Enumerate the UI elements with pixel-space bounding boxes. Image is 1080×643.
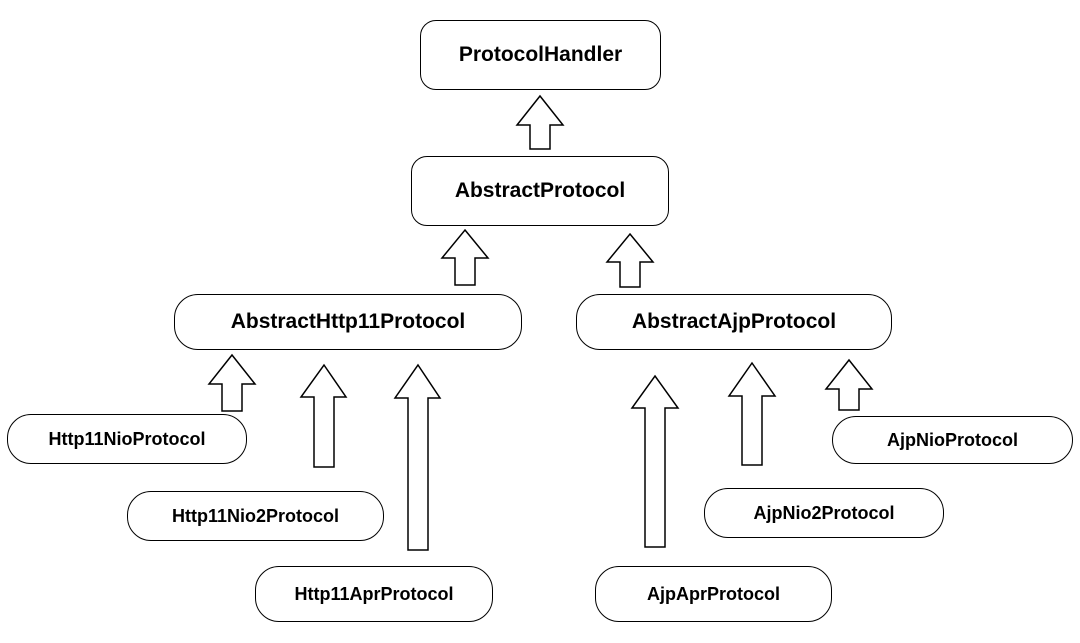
node-abstractprotocol: AbstractProtocol xyxy=(411,156,669,226)
arrow-http11apr-to-abstracthttp11 xyxy=(393,363,442,551)
node-label: AbstractAjpProtocol xyxy=(631,310,837,333)
arrow-http11nio2-to-abstracthttp11 xyxy=(299,363,348,468)
node-label: AbstractProtocol xyxy=(454,179,626,202)
arrow-http11nio-to-abstracthttp11 xyxy=(207,353,257,412)
node-label: AjpNioProtocol xyxy=(887,429,1018,450)
node-label: Http11NioProtocol xyxy=(48,428,206,449)
node-abstracthttp11protocol: AbstractHttp11Protocol xyxy=(174,294,522,350)
arrow-abstractajp-to-abstractprotocol xyxy=(605,232,655,288)
node-ajpnioprotocol: AjpNioProtocol xyxy=(832,416,1073,464)
node-protocolhandler: ProtocolHandler xyxy=(420,20,661,90)
arrow-abstracthttp11-to-abstractprotocol xyxy=(440,228,490,286)
node-label: AbstractHttp11Protocol xyxy=(230,310,466,333)
arrow-ajpnio-to-abstractajp xyxy=(824,358,874,411)
node-label: AjpAprProtocol xyxy=(647,583,780,604)
node-ajpnio2protocol: AjpNio2Protocol xyxy=(704,488,944,538)
node-label: Http11Nio2Protocol xyxy=(171,505,340,526)
node-http11nio2protocol: Http11Nio2Protocol xyxy=(127,491,384,541)
node-http11nioprotocol: Http11NioProtocol xyxy=(7,414,247,464)
node-abstractajpprotocol: AbstractAjpProtocol xyxy=(576,294,892,350)
arrow-ajpnio2-to-abstractajp xyxy=(727,361,777,466)
node-label: ProtocolHandler xyxy=(458,43,623,66)
node-label: AjpNio2Protocol xyxy=(753,502,895,523)
node-http11aprprotocol: Http11AprProtocol xyxy=(255,566,493,622)
node-label: Http11AprProtocol xyxy=(294,583,454,604)
node-ajpaprprotocol: AjpAprProtocol xyxy=(595,566,832,622)
arrow-abstractprotocol-to-protocolhandler xyxy=(515,94,565,150)
arrow-ajpapr-to-abstractajp xyxy=(630,374,680,548)
